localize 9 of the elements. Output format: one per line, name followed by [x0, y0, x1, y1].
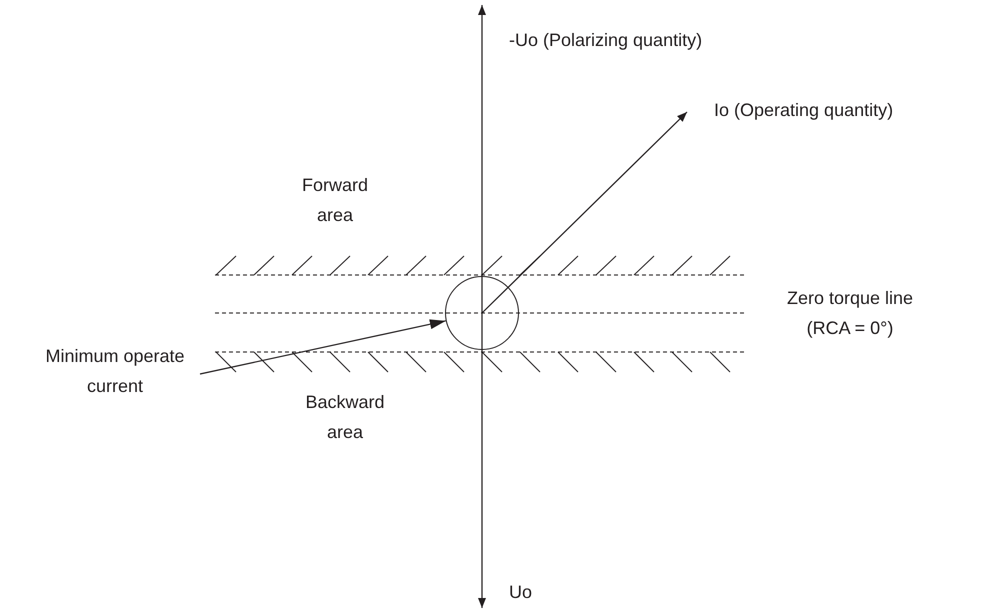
region-label: Forward area — [300, 174, 369, 227]
circle — [445, 276, 519, 350]
axis-label: Io (Operating quantity) — [714, 99, 894, 122]
leader-line — [200, 319, 446, 375]
line-label: Zero torque line (RCA = 0°) — [786, 287, 914, 340]
region-label: Backward area — [304, 391, 386, 444]
axis-label: -Uo (Polarizing quantity) — [509, 29, 704, 52]
callout-text: Minimum operate current — [30, 341, 200, 401]
axis-label: Uo — [509, 581, 534, 604]
